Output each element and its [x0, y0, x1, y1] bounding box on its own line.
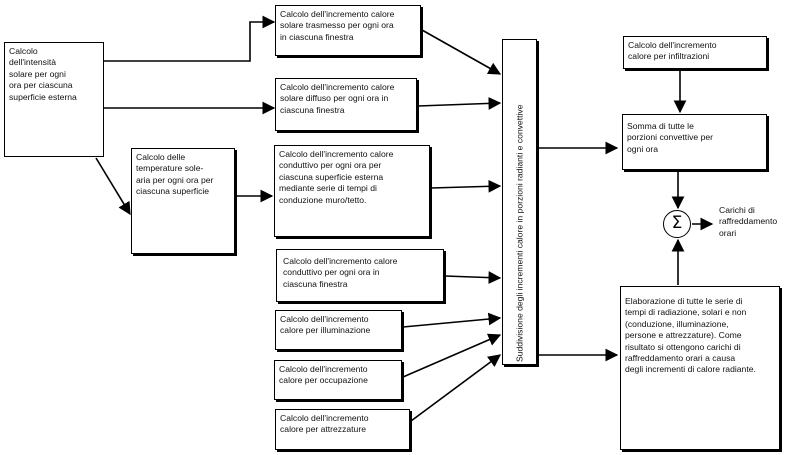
output-label: Carichi di raffreddamento orari — [719, 205, 778, 238]
convective-sum-box: Somma di tutte le porzioni convettive pe… — [622, 114, 767, 170]
arrow-occupancy-to-split — [402, 333, 502, 378]
arrow-intensity-to-solair — [95, 157, 131, 216]
radiant-processing-box: Elaborazione di tutte le serie di tempi … — [620, 286, 780, 450]
arrow-conductive-to-split — [430, 179, 502, 193]
lighting-box: Calcolo dell'incremento calore per illum… — [275, 310, 402, 350]
arrow-intensity-to-transmitted — [104, 15, 276, 62]
conductive-wall-box: Calcolo dell'incremento calore conduttiv… — [274, 145, 430, 237]
arrow-lighting-to-split — [402, 312, 502, 328]
summation-icon: Σ — [663, 210, 691, 238]
arrow-transmitted-to-split — [421, 29, 502, 75]
occupancy-box: Calcolo dell'incremento calore per occup… — [274, 360, 402, 400]
equipment-box: Calcolo dell'incremento calore per attre… — [275, 409, 410, 450]
sol-air-temperature-box: Calcolo delle temperature sole- aria per… — [131, 148, 235, 254]
solar-diffuse-box: Calcolo dell'incremento calore solare di… — [275, 78, 417, 131]
split-box: Suddivisione degli incrementi calore in … — [502, 39, 537, 365]
arrow-window-to-split — [444, 271, 502, 284]
conductive-window-box: Calcolo dell'incremento calore conduttiv… — [276, 249, 444, 302]
split-label: Suddivisione degli incrementi calore in … — [514, 104, 524, 362]
solar-intensity-box: Calcolo dell'intensità solare per ogni o… — [4, 42, 104, 157]
arrow-diffuse-to-split — [417, 97, 502, 110]
infiltration-box: Calcolo dell'incremento calore per infil… — [623, 36, 767, 69]
arrow-equipment-to-split — [410, 354, 502, 422]
solar-transmitted-box: Calcolo dell'incremento calore solare tr… — [275, 5, 421, 56]
